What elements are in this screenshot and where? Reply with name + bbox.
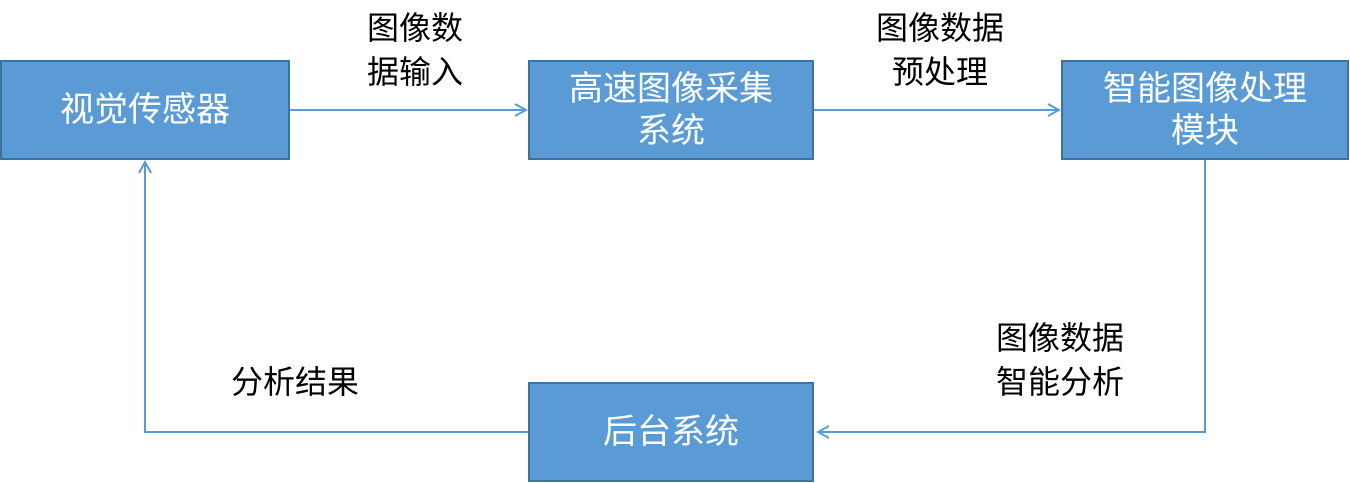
arrow-backend-to-sensor (145, 162, 528, 433)
node-capture-system-label-line2: 系统 (637, 111, 705, 151)
node-backend-system-label: 后台系统 (603, 412, 739, 452)
edge-label-sensor-to-capture-line2: 据输入 (366, 53, 463, 91)
node-capture-system-label-line1: 高速图像采集 (569, 69, 773, 109)
node-visual-sensor: 视觉传感器 (0, 60, 290, 160)
edge-label-capture-to-processing: 图像数据 预处理 (855, 6, 1025, 94)
arrow-processing-to-backend (818, 160, 1206, 432)
edge-label-sensor-to-capture-line1: 图像数 (366, 9, 463, 47)
node-processing-module-label-line1: 智能图像处理 (1103, 69, 1307, 109)
node-capture-system: 高速图像采集 系统 (528, 60, 814, 160)
edge-label-backend-to-sensor-line1: 分析结果 (230, 363, 359, 401)
node-processing-module-label-line2: 模块 (1171, 111, 1239, 151)
edge-label-processing-to-backend: 图像数据 智能分析 (975, 316, 1145, 404)
edge-label-capture-to-processing-line1: 图像数据 (875, 9, 1004, 47)
node-visual-sensor-label: 视觉传感器 (60, 90, 230, 130)
node-backend-system: 后台系统 (528, 382, 814, 482)
node-processing-module: 智能图像处理 模块 (1061, 60, 1349, 160)
edge-label-sensor-to-capture: 图像数 据输入 (345, 6, 485, 94)
edge-label-processing-to-backend-line1: 图像数据 (995, 319, 1124, 357)
edge-label-capture-to-processing-line2: 预处理 (891, 53, 988, 91)
edge-label-processing-to-backend-line2: 智能分析 (995, 363, 1124, 401)
edge-label-backend-to-sensor: 分析结果 (205, 360, 385, 404)
